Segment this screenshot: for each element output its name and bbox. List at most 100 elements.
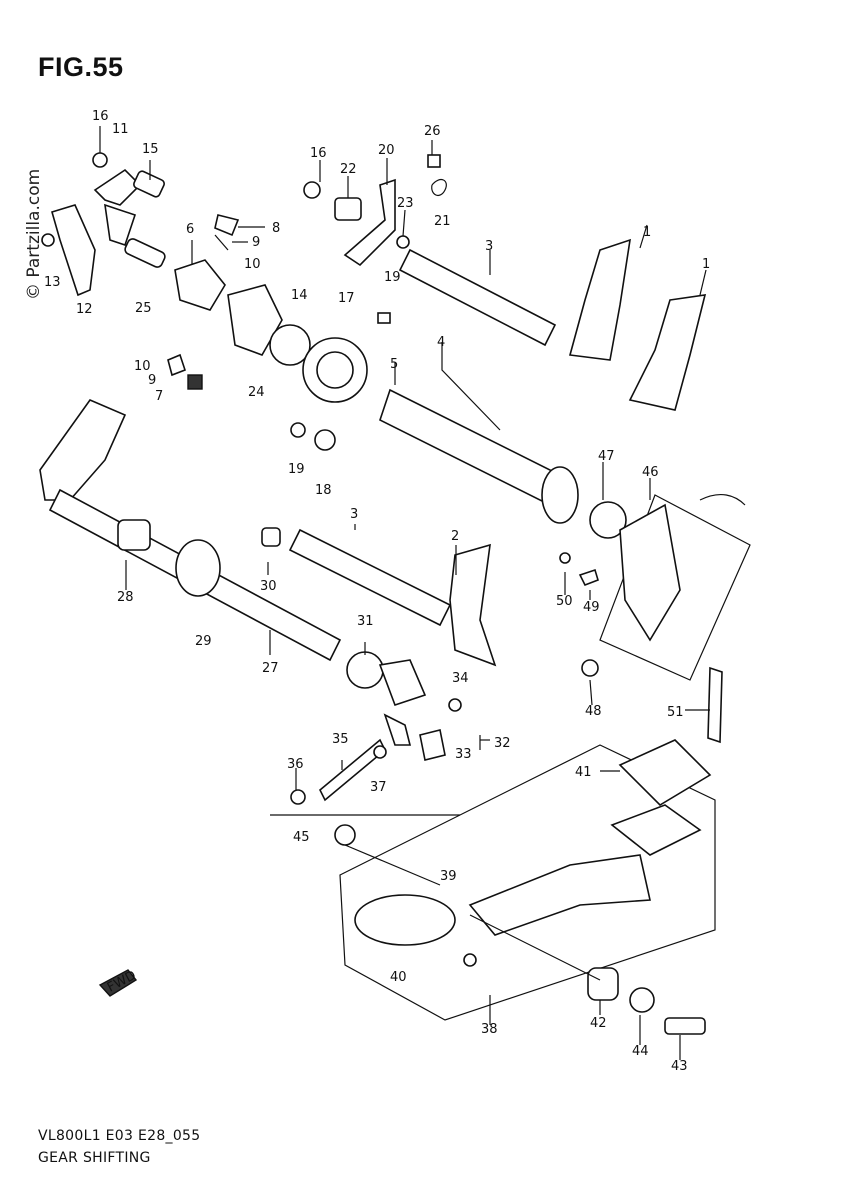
figure-title: FIG.55 xyxy=(38,52,124,82)
label-50: 50 xyxy=(556,594,573,609)
label-2: 2 xyxy=(451,529,459,544)
part-labels: 16 11 15 6 8 9 10 13 12 25 14 17 10 9 7 … xyxy=(44,109,710,1074)
part-20-stopper-arm[interactable] xyxy=(343,178,396,267)
part-11b-plate[interactable] xyxy=(104,203,137,247)
label-28: 28 xyxy=(117,590,134,605)
part-13-bolt[interactable] xyxy=(41,233,55,247)
fwd-badge-label: FWD xyxy=(105,968,139,995)
label-27: 27 xyxy=(262,661,279,676)
part-37-nut[interactable] xyxy=(373,745,387,759)
part-14-oring[interactable] xyxy=(269,324,311,366)
part-45-nut[interactable] xyxy=(334,824,356,846)
label-32: 32 xyxy=(494,736,511,751)
part-28-lever-arm[interactable] xyxy=(39,399,127,501)
part-30-bolt[interactable] xyxy=(261,527,281,547)
part-23-washer[interactable] xyxy=(396,235,410,249)
part-19-retainer[interactable] xyxy=(377,312,391,324)
part-42-bushing[interactable] xyxy=(587,967,619,1001)
part-31-seal[interactable] xyxy=(346,651,384,689)
label-40: 40 xyxy=(390,970,407,985)
part-39-pedal-lever[interactable] xyxy=(468,854,651,936)
part-4-drum-end xyxy=(541,466,579,524)
label-23: 23 xyxy=(397,196,414,211)
gear-position-switch-group xyxy=(559,493,751,681)
label-48: 48 xyxy=(585,704,602,719)
part-46-gear-position-switch[interactable] xyxy=(619,503,681,642)
pedal-pad xyxy=(610,804,702,856)
label-7: 7 xyxy=(155,389,163,404)
part-49-spring[interactable] xyxy=(578,568,599,587)
label-39: 39 xyxy=(440,869,457,884)
part-16-washer[interactable] xyxy=(92,152,108,168)
label-45: 45 xyxy=(293,830,310,845)
part-50-pin[interactable] xyxy=(559,552,571,564)
label-26: 26 xyxy=(424,124,441,139)
part-1-fork-b[interactable] xyxy=(628,294,707,411)
label-29: 29 xyxy=(195,634,212,649)
label-34: 34 xyxy=(452,671,469,686)
pedal-pivot xyxy=(463,953,477,967)
part-32-rod-end[interactable] xyxy=(383,713,412,746)
part-29-spring[interactable] xyxy=(175,539,221,597)
label-11: 11 xyxy=(112,122,129,137)
label-35: 35 xyxy=(332,732,349,747)
part-28-collar[interactable] xyxy=(117,519,151,551)
label-30: 30 xyxy=(260,579,277,594)
part-36-nut[interactable] xyxy=(290,789,306,805)
part-34-lever[interactable] xyxy=(378,659,427,707)
label-25: 25 xyxy=(135,301,152,316)
part-10b-spring[interactable] xyxy=(167,353,187,377)
part-40-footpeg-rubber[interactable] xyxy=(354,894,456,946)
label-10b: 10 xyxy=(134,359,151,374)
label-1b: 1 xyxy=(702,257,710,272)
label-24: 24 xyxy=(248,385,265,400)
part-6-ratchet[interactable] xyxy=(174,259,226,311)
label-3a: 3 xyxy=(485,239,493,254)
part-3-fork-shaft-upper[interactable] xyxy=(398,248,557,347)
part-25-pawl-lifter[interactable] xyxy=(123,237,166,268)
label-14: 14 xyxy=(291,288,308,303)
part-16b-washer[interactable] xyxy=(303,181,321,199)
switch-callout-box xyxy=(599,494,751,681)
part-44-washer[interactable] xyxy=(629,987,655,1013)
part-3-fork-shaft-lower[interactable] xyxy=(288,528,452,627)
pedal-callout-box xyxy=(339,744,716,1021)
part-12-shift-arm[interactable] xyxy=(51,204,96,297)
part-8-pawl[interactable] xyxy=(214,214,240,237)
label-8: 8 xyxy=(272,221,280,236)
part-2-fork-c[interactable] xyxy=(449,543,497,667)
label-41: 41 xyxy=(575,765,592,780)
figure-code: VL800L1 E03 E28_055 xyxy=(38,1128,201,1144)
part-34-bolt[interactable] xyxy=(448,698,462,712)
part-1-fork-a[interactable] xyxy=(568,238,631,361)
label-18: 18 xyxy=(315,483,332,498)
upper-fork-group xyxy=(398,238,707,411)
leader-lines xyxy=(99,126,710,1060)
part-41-pedal-rubber[interactable] xyxy=(618,739,712,807)
part-43-bolt[interactable] xyxy=(664,1017,706,1035)
label-31: 31 xyxy=(357,614,374,629)
part-22-bolt[interactable] xyxy=(334,197,362,221)
part-18-washer[interactable] xyxy=(314,429,336,451)
part-17-bearing-inner xyxy=(316,351,354,389)
part-48-screw[interactable] xyxy=(581,659,599,677)
part-47-oring[interactable] xyxy=(589,501,627,539)
label-42: 42 xyxy=(590,1016,607,1031)
label-6: 6 xyxy=(186,222,194,237)
label-12: 12 xyxy=(76,302,93,317)
gearshift-shaft-group xyxy=(39,399,497,816)
fwd-arrow-icon xyxy=(98,969,138,997)
label-3b: 3 xyxy=(350,507,358,522)
part-51-rubber[interactable] xyxy=(707,666,723,744)
label-38: 38 xyxy=(481,1022,498,1037)
part-7-pawl-b[interactable] xyxy=(187,374,203,390)
label-51: 51 xyxy=(667,705,684,720)
part-19-bolt[interactable] xyxy=(290,422,306,438)
label-47: 47 xyxy=(598,449,615,464)
part-26-pin[interactable] xyxy=(427,154,441,168)
part-33-nut[interactable] xyxy=(419,729,446,761)
label-43: 43 xyxy=(671,1059,688,1074)
part-11-stopper-plate[interactable] xyxy=(93,168,142,206)
label-16b: 16 xyxy=(310,146,327,161)
part-15-pin[interactable] xyxy=(133,170,166,198)
